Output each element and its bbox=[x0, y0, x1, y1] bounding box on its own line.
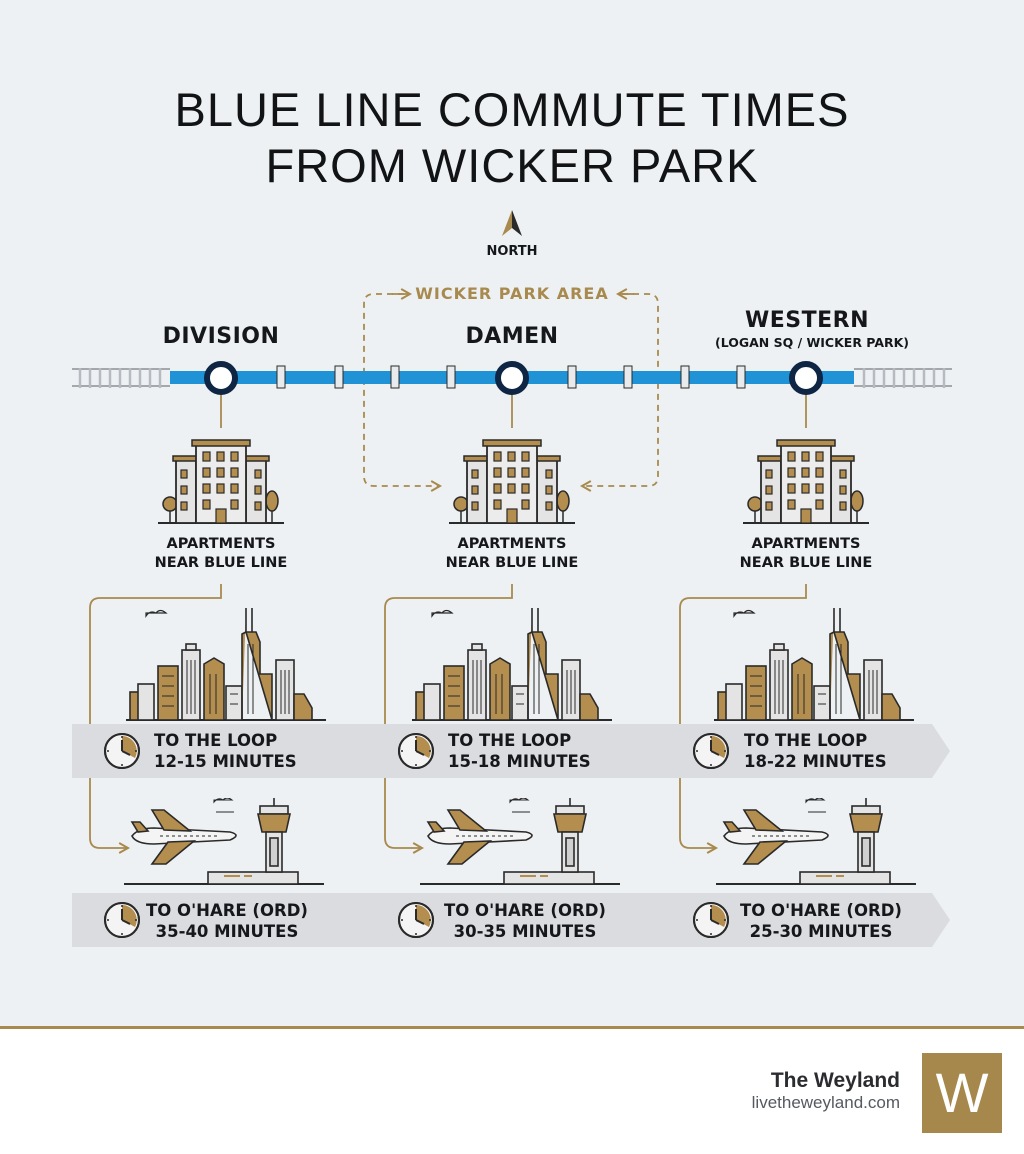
page-title: BLUE LINE COMMUTE TIMES FROM WICKER PARK bbox=[0, 82, 1024, 194]
apartments-label-western: APARTMENTS NEAR BLUE LINE bbox=[696, 535, 916, 573]
clock-icon bbox=[398, 902, 434, 938]
ohare-banner bbox=[72, 893, 950, 947]
station-marker-damen bbox=[495, 361, 529, 428]
north-arrow-icon bbox=[502, 210, 522, 236]
route-connectors bbox=[89, 584, 807, 854]
ohare-duration: 35-40 MINUTES bbox=[155, 922, 299, 941]
apartments-label-line-1: APARTMENTS bbox=[751, 536, 861, 552]
ohare-destination: TO O'HARE (ORD) bbox=[146, 901, 308, 920]
station-name-western: WESTERN bbox=[744, 308, 870, 333]
apartments-label-line-1: APARTMENTS bbox=[457, 536, 567, 552]
apartment-building-icon bbox=[157, 439, 285, 524]
apartment-building-icon bbox=[448, 439, 576, 524]
clock-icon bbox=[104, 902, 140, 938]
station-subtitle-western: (LOGAN SQ / WICKER PARK) bbox=[714, 335, 910, 350]
clock-icon bbox=[693, 733, 729, 769]
wicker-park-area-bracket bbox=[363, 288, 659, 492]
clock-icon bbox=[398, 733, 434, 769]
loop-duration: 12-15 MINUTES bbox=[154, 752, 297, 771]
loop-destination: TO THE LOOP bbox=[154, 731, 278, 750]
ohare-time-damen: TO O'HARE (ORD) 30-35 MINUTES bbox=[440, 900, 610, 942]
ohare-duration: 25-30 MINUTES bbox=[749, 922, 893, 941]
station-name-division: DIVISION bbox=[162, 324, 280, 349]
apartments-label-line-1: APARTMENTS bbox=[166, 536, 276, 552]
loop-time-western: TO THE LOOP 18-22 MINUTES bbox=[744, 730, 944, 772]
loop-destination: TO THE LOOP bbox=[744, 731, 868, 750]
wicker-park-area-label: WICKER PARK AREA bbox=[415, 284, 609, 303]
footer: The Weyland livetheweyland.com W bbox=[0, 1026, 1024, 1154]
loop-time-damen: TO THE LOOP 15-18 MINUTES bbox=[448, 730, 648, 772]
loop-duration: 18-22 MINUTES bbox=[744, 752, 887, 771]
apartments-label-division: APARTMENTS NEAR BLUE LINE bbox=[111, 535, 331, 573]
title-line-2: FROM WICKER PARK bbox=[265, 139, 759, 192]
loop-time-division: TO THE LOOP 12-15 MINUTES bbox=[154, 730, 354, 772]
brand-url[interactable]: livetheweyland.com bbox=[751, 1093, 900, 1112]
apartments-label-line-2: NEAR BLUE LINE bbox=[739, 555, 873, 571]
brand-name: The Weyland bbox=[770, 1069, 900, 1092]
apartments-label-line-2: NEAR BLUE LINE bbox=[445, 555, 579, 571]
airport-icon bbox=[716, 798, 916, 885]
ohare-destination: TO O'HARE (ORD) bbox=[740, 901, 902, 920]
station-marker-division bbox=[204, 361, 238, 428]
loop-banner bbox=[72, 724, 950, 778]
airport-icon bbox=[124, 798, 324, 885]
station-name-damen: DAMEN bbox=[465, 324, 559, 349]
apartment-building-icon bbox=[742, 439, 870, 524]
apartments-label-line-2: NEAR BLUE LINE bbox=[154, 555, 288, 571]
city-skyline-icon bbox=[412, 607, 612, 721]
apartments-label-damen: APARTMENTS NEAR BLUE LINE bbox=[402, 535, 622, 573]
ohare-time-division: TO O'HARE (ORD) 35-40 MINUTES bbox=[146, 900, 308, 942]
ohare-time-western: TO O'HARE (ORD) 25-30 MINUTES bbox=[736, 900, 906, 942]
loop-duration: 15-18 MINUTES bbox=[448, 752, 591, 771]
ohare-duration: 30-35 MINUTES bbox=[453, 922, 597, 941]
city-skyline-icon bbox=[714, 607, 914, 721]
ohare-destination: TO O'HARE (ORD) bbox=[444, 901, 606, 920]
north-label: NORTH bbox=[486, 244, 538, 259]
loop-destination: TO THE LOOP bbox=[448, 731, 572, 750]
airport-icon bbox=[420, 798, 620, 885]
title-line-1: BLUE LINE COMMUTE TIMES bbox=[174, 83, 850, 136]
city-skyline-icon bbox=[126, 607, 326, 721]
station-marker-western bbox=[789, 361, 823, 428]
clock-icon bbox=[104, 733, 140, 769]
brand-logo[interactable]: W bbox=[922, 1053, 1002, 1133]
clock-icon bbox=[693, 902, 729, 938]
